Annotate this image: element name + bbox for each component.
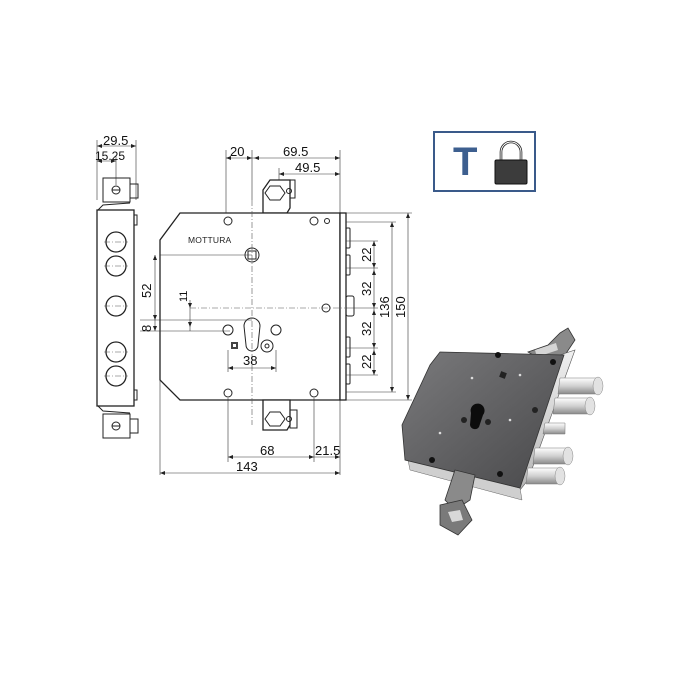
dim-8: 8 — [139, 325, 154, 332]
dim-49-5: 49.5 — [295, 160, 320, 175]
badge-letter: T — [453, 140, 478, 184]
dim-52: 52 — [139, 284, 154, 298]
dim-side-29-5: 29.5 — [103, 133, 128, 148]
side-view: 29.5 15.25 — [95, 133, 139, 439]
dim-21-5: 21.5 — [315, 443, 340, 458]
dim-side-15-25: 15.25 — [95, 149, 125, 163]
bolt-circles — [104, 231, 128, 387]
dim-20: 20 — [230, 144, 244, 159]
dim-38: 38 — [243, 353, 257, 368]
dim-69-5: 69.5 — [283, 144, 308, 159]
dim-143: 143 — [236, 459, 258, 474]
dim-22-bottom: 22 — [359, 355, 374, 369]
brand-label: MOTTURA — [188, 235, 232, 245]
dim-22-top: 22 — [359, 248, 374, 262]
lock-type-badge: T — [433, 131, 536, 192]
padlock-icon — [494, 140, 528, 185]
dim-32-top: 32 — [359, 282, 374, 296]
dim-32-bottom: 32 — [359, 322, 374, 336]
dim-68: 68 — [260, 443, 274, 458]
dim-136: 136 — [377, 296, 392, 318]
dim-11: 11 — [178, 291, 190, 302]
dim-150: 150 — [393, 296, 408, 318]
lock-3d-render — [401, 327, 604, 536]
bolts-3d — [525, 376, 604, 486]
front-view: 20 69.5 49.5 MOTTURA — [139, 144, 412, 475]
